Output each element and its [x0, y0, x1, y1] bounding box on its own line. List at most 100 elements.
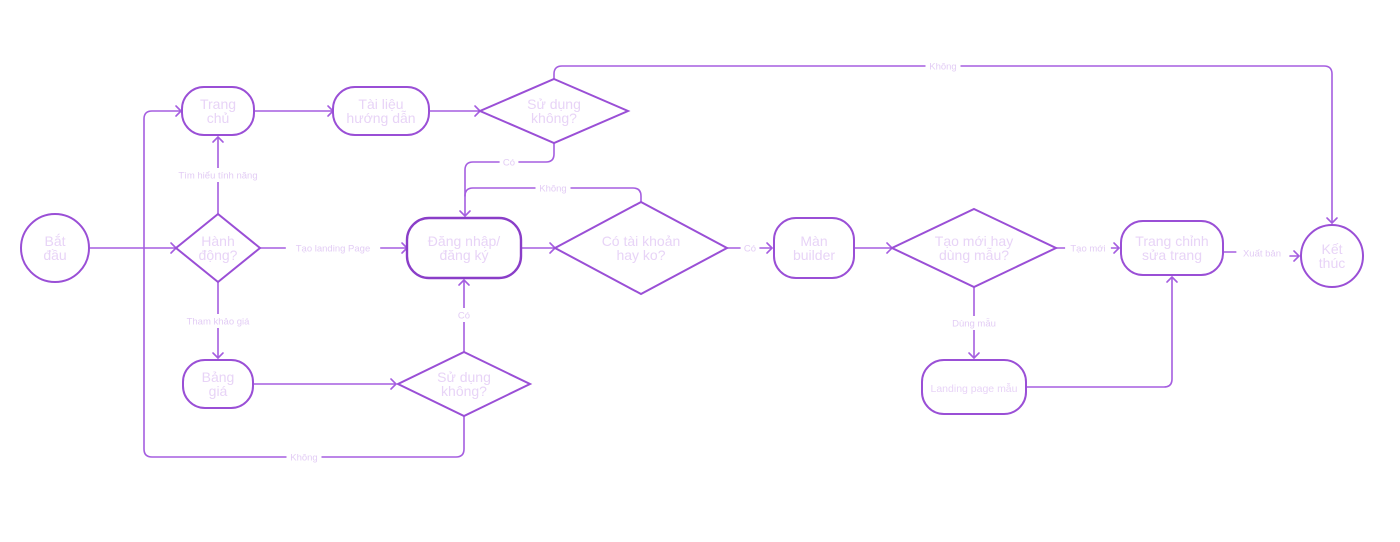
node-rounded-shape — [182, 359, 254, 409]
arrowhead-icon — [1113, 242, 1120, 254]
edge-label-text: Có — [503, 158, 515, 169]
edge-template-page-to-edit-page[interactable] — [1026, 276, 1178, 388]
arrowhead-icon — [212, 136, 224, 143]
arrowhead-icon — [1326, 217, 1338, 224]
edge-label: Có — [740, 241, 760, 255]
edge-label: Không — [535, 181, 571, 195]
node-label: builder — [793, 247, 835, 263]
arrowhead-icon — [1166, 276, 1178, 283]
edge-label-text: Tìm hiểu tính năng — [178, 171, 257, 182]
node-diamond-shape — [174, 212, 262, 284]
node-label: Màn — [800, 233, 827, 249]
edge-home-to-docs[interactable] — [253, 105, 334, 117]
edge-label-background — [178, 314, 258, 328]
node-diamond-shape — [889, 207, 1059, 289]
edge-use-top-to-login[interactable] — [459, 142, 555, 217]
arrowhead-icon — [968, 352, 980, 359]
arrowhead-icon — [1293, 250, 1300, 262]
edge-label-text: Không — [290, 453, 317, 464]
node-label: đăng ký — [439, 247, 488, 263]
edge-label: Có — [499, 155, 519, 169]
node-template-page[interactable]: Landing page mẫu — [921, 359, 1027, 415]
node-label: sửa trang — [1142, 247, 1202, 263]
node-label: Tạo mới hay — [935, 233, 1013, 249]
edge-label: Tạo mới — [1065, 241, 1111, 255]
node-label: không? — [531, 110, 577, 126]
node-rounded-shape — [1120, 220, 1224, 276]
node-label: thúc — [1319, 255, 1345, 271]
edge-login-to-has-account[interactable] — [521, 242, 556, 254]
node-label: Sử dụng — [527, 96, 581, 112]
edge-label-background — [162, 168, 274, 182]
node-label: Hành — [201, 233, 234, 249]
edge-label: Tạo landing Page — [285, 241, 381, 255]
edge-pricing-to-use-bottom[interactable] — [253, 378, 397, 390]
edge-label-background — [499, 155, 519, 169]
edge-label: Tham khảo giá — [178, 314, 258, 328]
node-circle-shape — [20, 213, 90, 283]
edge-label-background — [948, 316, 1000, 330]
node-label: Đăng nhập/ — [428, 233, 501, 249]
node-diamond-shape — [552, 200, 730, 296]
edge-start-to-action[interactable] — [88, 242, 177, 254]
node-label: dùng mẫu? — [939, 247, 1009, 263]
edge-label-text: Không — [539, 184, 566, 195]
node-rounded-shape — [773, 217, 855, 279]
edge-label-text: Có — [458, 311, 470, 322]
node-label: Bảng — [202, 369, 235, 385]
edge-label-text: Dùng mẫu — [952, 319, 996, 330]
node-rounded-shape — [332, 86, 430, 136]
edge-label-text: Có — [744, 244, 756, 255]
node-label: động? — [199, 247, 238, 263]
edge-label: Xuất bản — [1236, 246, 1288, 260]
edge-label: Không — [925, 59, 961, 73]
node-label: chủ — [207, 110, 230, 126]
edge-label-background — [286, 450, 322, 464]
edge-label: Tìm hiểu tính năng — [162, 168, 274, 182]
node-label: Trang chỉnh — [1135, 233, 1208, 249]
edge-label-background — [454, 308, 474, 322]
node-label: Landing page mẫu — [931, 382, 1018, 395]
edge-has-account-to-login[interactable] — [464, 187, 642, 203]
edge-use-top-to-end[interactable] — [553, 65, 1338, 224]
node-label: Bắt — [44, 233, 65, 249]
node-label: đầu — [43, 247, 66, 263]
edge-label-text: Tham khảo giá — [187, 317, 251, 328]
node-rounded-shape — [405, 216, 523, 280]
edge-label-text: Không — [929, 62, 956, 73]
node-label: hướng dẫn — [346, 110, 415, 126]
edge-label: Dùng mẫu — [948, 316, 1000, 330]
edge-edit-page-to-end[interactable] — [1223, 250, 1300, 262]
edge-line — [1026, 276, 1173, 388]
edge-label-background — [925, 59, 961, 73]
edge-line — [143, 110, 465, 458]
edge-label-text: Tạo mới — [1070, 244, 1105, 255]
node-label: Có tài khoản — [602, 233, 681, 249]
edge-line — [553, 65, 1333, 224]
edge-builder-to-new-or-tpl[interactable] — [854, 242, 893, 254]
edge-label-background — [285, 241, 381, 255]
node-login[interactable]: Đăng nhập/đăng ký — [405, 216, 523, 280]
arrowhead-icon — [458, 279, 470, 286]
edge-label-text: Tạo landing Page — [296, 244, 370, 255]
edge-docs-to-use-top[interactable] — [428, 105, 481, 117]
node-label: Sử dụng — [437, 369, 491, 385]
node-label: Trang — [200, 96, 236, 112]
edge-label-background — [740, 241, 760, 255]
edge-label-background — [1065, 241, 1111, 255]
arrowhead-icon — [766, 242, 773, 254]
node-rounded-shape — [181, 86, 255, 136]
